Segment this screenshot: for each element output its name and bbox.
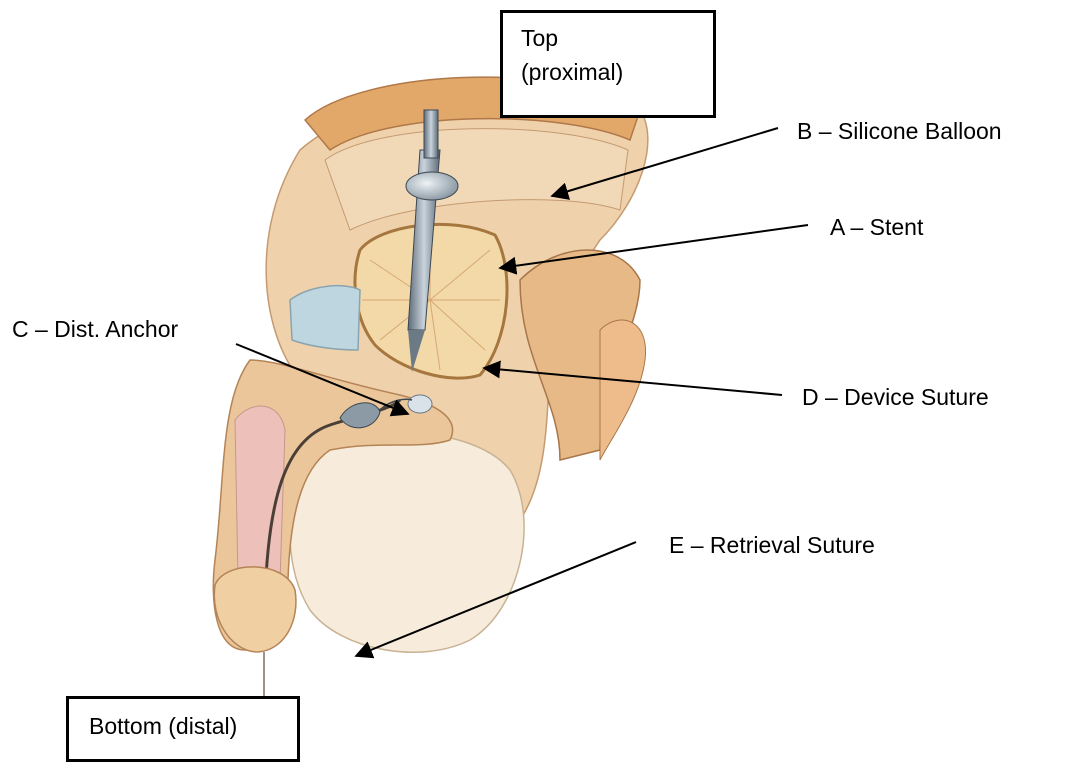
label-e-retrieval-suture: E – Retrieval Suture	[669, 532, 875, 559]
label-a-stent: A – Stent	[830, 214, 923, 241]
label-c-dist-anchor: C – Dist. Anchor	[12, 316, 178, 343]
scrotum	[290, 433, 524, 653]
top-box-line1: Top	[521, 21, 713, 55]
top-box-line2: (proximal)	[521, 55, 713, 89]
label-b-silicone-balloon: B – Silicone Balloon	[797, 118, 1002, 145]
label-d-device-suture: D – Device Suture	[802, 384, 989, 411]
pubic-bone	[290, 286, 360, 350]
bottom-box-text: Bottom (distal)	[89, 709, 297, 743]
bottom-distal-box: Bottom (distal)	[66, 696, 300, 762]
silicone-balloon	[406, 172, 458, 200]
top-proximal-box: Top (proximal)	[500, 10, 716, 118]
